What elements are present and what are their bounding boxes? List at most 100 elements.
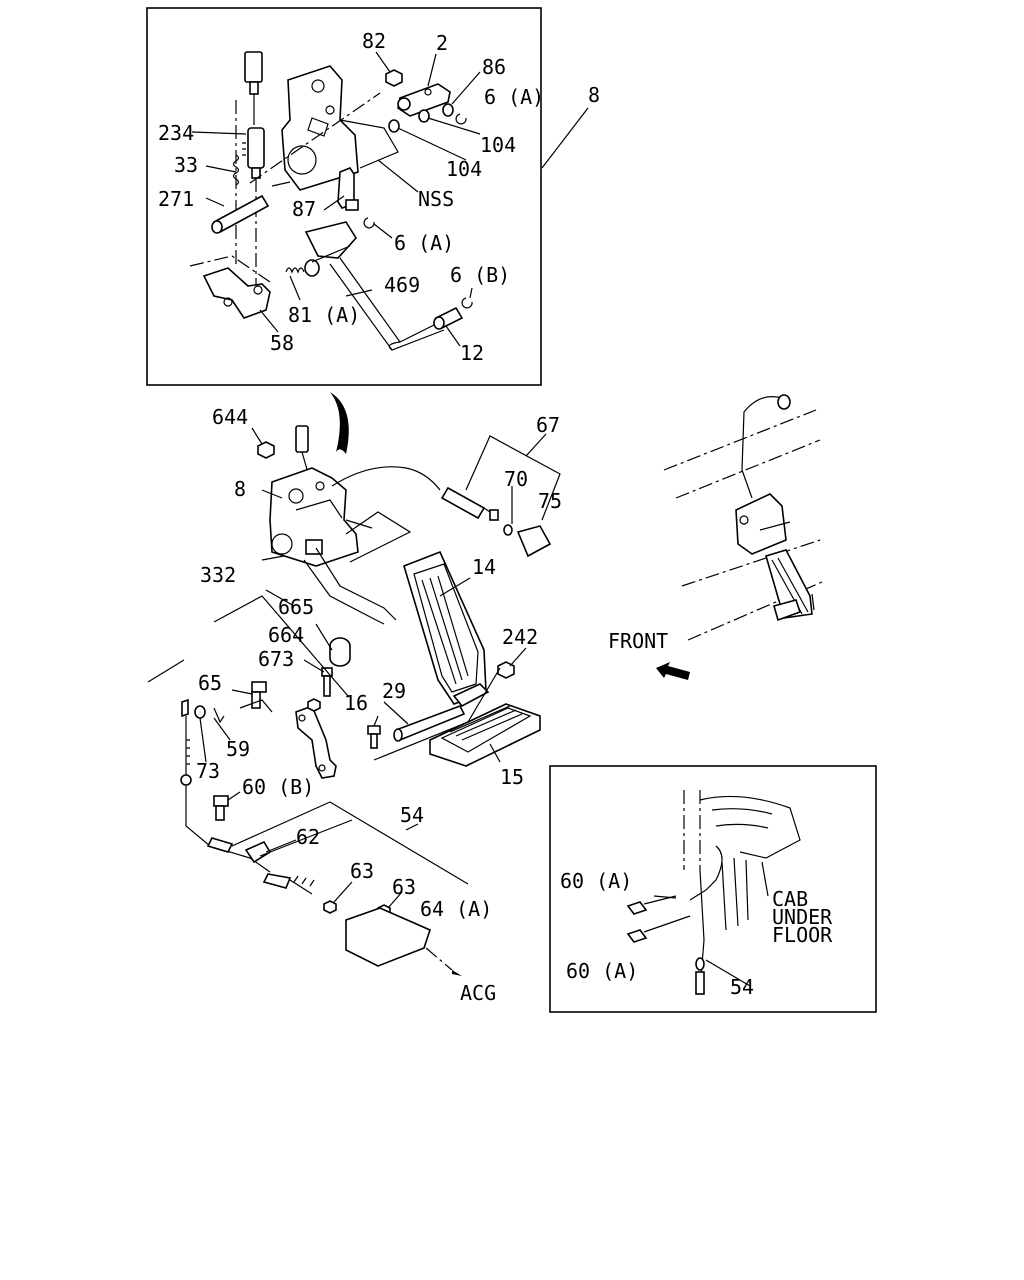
- washer-104-b: [388, 119, 400, 133]
- callout-673: 673: [258, 647, 294, 671]
- callout-58: 58: [270, 331, 294, 355]
- pedal-pad-15: [429, 683, 541, 767]
- detail-inset-bracket-assembly: 82 2 86 6 (A) 104 104 NSS 234 33 271 87 …: [146, 7, 544, 386]
- leader-bracket-67: [465, 433, 561, 521]
- detail-inset-frame: [146, 7, 542, 386]
- washer-70: [503, 524, 513, 536]
- throttle-cable-54: [180, 698, 315, 895]
- callout-81a: 81 (A): [288, 303, 360, 327]
- washer-104-a: [418, 109, 430, 123]
- callout-62: 62: [296, 825, 320, 849]
- washer-73: [194, 705, 206, 719]
- callout-8-main: 8: [588, 83, 600, 107]
- cab-inset-frame: [549, 765, 877, 1013]
- bracket-assembly-8: [261, 425, 373, 567]
- leader-bracket-15: [373, 667, 501, 761]
- clip-59: [213, 707, 225, 724]
- clip-6a-mid: [363, 217, 375, 229]
- main-pedal-assembly: 644 8 67 70 75 14 332 665 664 673 242 65…: [147, 405, 562, 1005]
- callout-12: 12: [460, 341, 484, 365]
- callout-469: 469: [384, 273, 420, 297]
- vehicle-location-view: FRONT: [608, 394, 823, 680]
- clip-6a-top: [455, 113, 467, 125]
- callout-29: 29: [382, 679, 406, 703]
- label-under: UNDER: [772, 905, 833, 929]
- label-front: FRONT: [608, 629, 668, 653]
- callout-644: 644: [212, 405, 248, 429]
- leader-bracket-54: [231, 801, 469, 885]
- clip-6b: [461, 297, 473, 309]
- bolt-16: [367, 725, 381, 749]
- acg-arrow: [425, 947, 462, 976]
- bushing-12: [433, 306, 464, 330]
- callout-nss: NSS: [418, 187, 454, 211]
- callout-8-assy: 8: [234, 477, 246, 501]
- accelerator-pedal-14: [403, 550, 487, 705]
- spring-81a: [285, 267, 305, 274]
- callout-6b: 6 (B): [450, 263, 510, 287]
- callout-14: 14: [472, 555, 496, 579]
- callout-60a-2: 60 (A): [566, 959, 638, 983]
- pivot-pin-271: [211, 194, 270, 234]
- callout-6a-mid: 6 (A): [394, 231, 454, 255]
- return-spring-33: [232, 154, 240, 186]
- callout-82: 82: [362, 29, 386, 53]
- pin-29: [393, 704, 466, 742]
- callout-73: 73: [196, 759, 220, 783]
- stopper-87: [337, 167, 359, 211]
- callout-67: 67: [536, 413, 560, 437]
- callout-234: 234: [158, 121, 194, 145]
- front-direction-arrow: [656, 662, 690, 680]
- callout-15: 15: [500, 765, 524, 789]
- main-leader-lines: [199, 489, 527, 909]
- callout-16: 16: [344, 691, 368, 715]
- pedal-arm: [303, 547, 397, 625]
- callout-104-b: 104: [446, 157, 482, 181]
- callout-63-b: 63: [392, 875, 416, 899]
- callout-acg: ACG: [460, 981, 496, 1005]
- callout-54: 54: [400, 803, 424, 827]
- callout-86: 86: [482, 55, 506, 79]
- pedal-arm-469: [304, 221, 445, 351]
- bolt-65: [251, 681, 267, 709]
- callout-59: 59: [226, 737, 250, 761]
- stopper-664: [329, 637, 351, 667]
- nut-644: [257, 441, 275, 459]
- callout-104-a: 104: [480, 133, 516, 157]
- callout-2: 2: [436, 31, 448, 55]
- callout-33: 33: [174, 153, 198, 177]
- cable-67: [331, 466, 499, 521]
- callout-60b: 60 (B): [242, 775, 314, 799]
- callout-63-a: 63: [350, 859, 374, 883]
- nut-673b: [307, 698, 321, 712]
- bolt-60a-2: [626, 915, 691, 943]
- callout-87: 87: [292, 197, 316, 221]
- callout-665: 665: [278, 595, 314, 619]
- cab-under-floor-inset: 60 (A) 60 (A) CAB UNDER FLOOR 54: [549, 765, 877, 1013]
- throttle-sensor-switch: [235, 51, 265, 285]
- callout-64a: 64 (A): [420, 897, 492, 921]
- washer-86: [442, 103, 454, 117]
- leader-8-detail: [541, 107, 589, 169]
- callout-664: 664: [268, 623, 304, 647]
- lower-bracket-outline: [345, 511, 412, 563]
- bracket-64a: [345, 907, 431, 967]
- cap-75: [516, 525, 552, 558]
- nut-82: [385, 69, 403, 87]
- nut-63-a: [323, 900, 337, 914]
- pedal-bracket-plate: [249, 65, 399, 191]
- bolt-60b: [213, 795, 229, 821]
- detail-reference-arc: [330, 392, 349, 454]
- callout-54-inset: 54: [730, 975, 754, 999]
- detail-leader-lines: [191, 51, 481, 347]
- callout-332: 332: [200, 563, 236, 587]
- callout-70: 70: [504, 467, 528, 491]
- callout-6a-top: 6 (A): [484, 85, 544, 109]
- label-cab: CAB: [772, 887, 808, 911]
- mounting-bracket-58: [189, 255, 271, 319]
- label-floor: FLOOR: [772, 923, 833, 947]
- stopper-bracket-2: [397, 83, 451, 117]
- support-bracket-665: [295, 704, 337, 779]
- callout-75: 75: [538, 489, 562, 513]
